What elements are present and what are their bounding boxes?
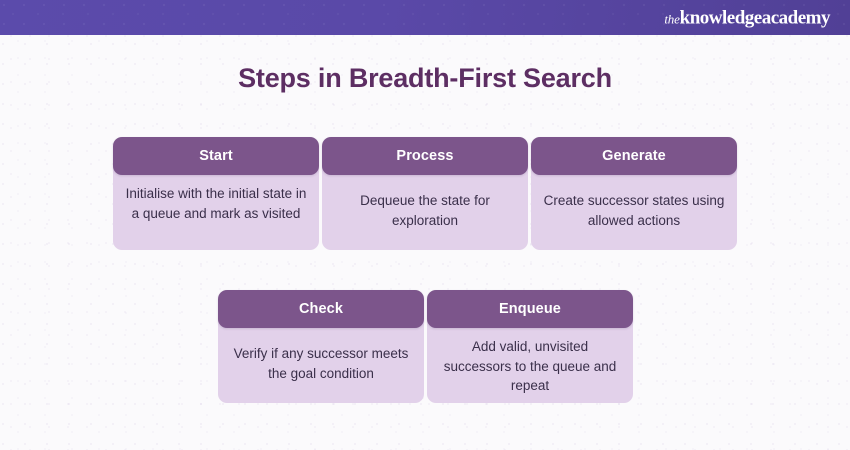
step-card-body: Verify if any successor meets the goal c… [218,319,424,403]
step-card-header: Generate [531,137,737,175]
logo-text-the: the [664,11,680,26]
step-card-header: Start [113,137,319,175]
step-card-start: Start Initialise with the initial state … [113,137,319,250]
step-card-check: Check Verify if any successor meets the … [218,290,424,403]
step-card-body: Create successor states using allowed ac… [531,166,737,250]
step-card-header: Process [322,137,528,175]
page-title: Steps in Breadth-First Search [238,63,612,93]
step-card-body: Add valid, unvisited successors to the q… [427,319,633,403]
brand-header-bar: theknowledgeacademy [0,0,850,35]
step-card-process: Process Dequeue the state for exploratio… [322,137,528,250]
step-card-header: Check [218,290,424,328]
step-card-enqueue: Enqueue Add valid, unvisited successors … [427,290,633,403]
step-card-body: Dequeue the state for exploration [322,166,528,250]
knowledge-academy-logo: theknowledgeacademy [664,8,830,27]
logo-text-knowledge: knowledge [679,7,763,28]
logo-text-academy: academy [761,7,831,28]
step-card-generate: Generate Create successor states using a… [531,137,737,250]
step-card-header: Enqueue [427,290,633,328]
step-card-body: Initialise with the initial state in a q… [113,166,319,250]
